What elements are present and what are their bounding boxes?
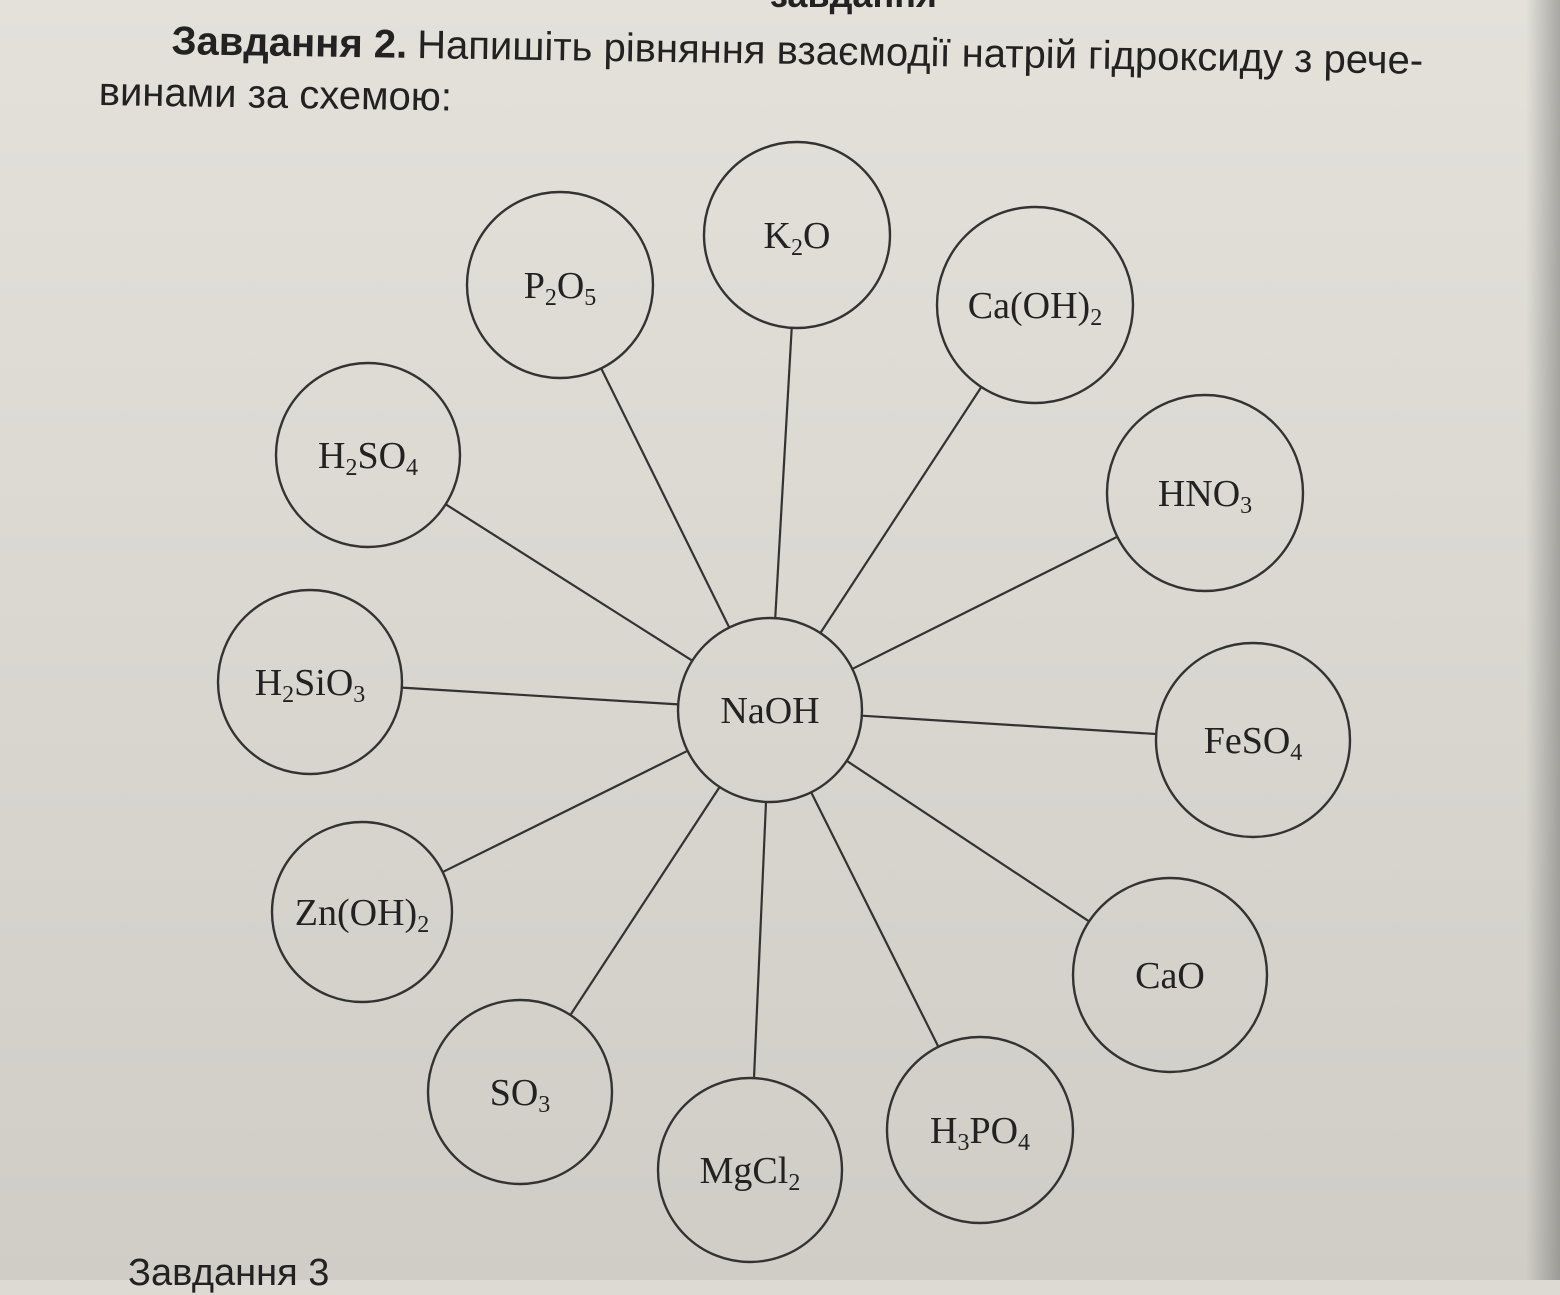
node-hno3-circle <box>1105 393 1305 593</box>
edge-naoh-mgcl2 <box>752 801 768 1079</box>
page-edge-shadow <box>1526 0 1560 1280</box>
node-znoh2-label: Zn(OH)2 <box>295 892 429 938</box>
center-node-naoh-circle <box>676 616 864 804</box>
node-hno3-label: HNO3 <box>1158 473 1252 519</box>
node-caoh2: Ca(OH)2 <box>935 205 1135 405</box>
edge-naoh-h2so4 <box>445 503 693 662</box>
node-h3po4-label: H3PO4 <box>930 1110 1030 1156</box>
node-p2o5-label: P2O5 <box>524 265 597 311</box>
edge-naoh-h2sio3 <box>401 686 679 706</box>
node-k2o-circle <box>702 140 892 330</box>
node-hno3: HNO3 <box>1105 393 1305 593</box>
node-mgcl2-label: MgCl2 <box>700 1150 801 1196</box>
node-caoh2-label: Ca(OH)2 <box>968 285 1102 331</box>
node-k2o: K2O <box>702 140 892 330</box>
node-mgcl2-circle <box>656 1076 844 1264</box>
cut-off-heading: завдання <box>770 0 937 16</box>
node-h3po4: H3PO4 <box>885 1035 1075 1225</box>
edge-naoh-h3po4 <box>810 791 940 1048</box>
center-node-naoh: NaOH <box>676 616 864 804</box>
node-h3po4-circle <box>885 1035 1075 1225</box>
node-caoh2-circle <box>935 205 1135 405</box>
edge-naoh-hno3 <box>851 535 1118 670</box>
node-p2o5-circle <box>465 190 655 380</box>
node-h2sio3-label: H2SiO3 <box>255 662 366 708</box>
node-h2sio3-circle <box>216 588 404 776</box>
edge-naoh-feso4 <box>861 714 1157 736</box>
edge-naoh-p2o5 <box>600 367 731 629</box>
node-feso4-label: FeSO4 <box>1204 720 1303 766</box>
node-so3-circle <box>426 998 614 1186</box>
node-p2o5: P2O5 <box>465 190 655 380</box>
node-h2sio3: H2SiO3 <box>216 588 404 776</box>
node-mgcl2: MgCl2 <box>656 1076 844 1264</box>
node-cao: CaO <box>1071 876 1269 1074</box>
edge-naoh-so3 <box>569 786 721 1016</box>
node-h2so4-circle <box>274 361 462 549</box>
edge-naoh-k2o <box>774 327 793 619</box>
node-h2so4-label: H2SO4 <box>318 435 418 481</box>
diagram-edges <box>401 327 1157 1079</box>
node-h2so4: H2SO4 <box>274 361 462 549</box>
node-feso4-circle <box>1154 641 1352 839</box>
node-znoh2-circle <box>270 820 454 1004</box>
node-feso4: FeSO4 <box>1154 641 1352 839</box>
next-task-cut: Завдання 3 <box>128 1252 330 1294</box>
node-cao-circle <box>1071 876 1269 1074</box>
node-so3: SO3 <box>426 998 614 1186</box>
edge-naoh-znoh2 <box>442 749 689 874</box>
center-node-naoh-label: NaOH <box>720 690 819 732</box>
node-cao-label: CaO <box>1135 955 1205 997</box>
edge-naoh-caoh2 <box>819 386 983 634</box>
edge-naoh-cao <box>846 759 1090 923</box>
node-so3-label: SO3 <box>490 1072 551 1118</box>
node-k2o-label: K2O <box>764 215 831 261</box>
node-znoh2: Zn(OH)2 <box>270 820 454 1004</box>
